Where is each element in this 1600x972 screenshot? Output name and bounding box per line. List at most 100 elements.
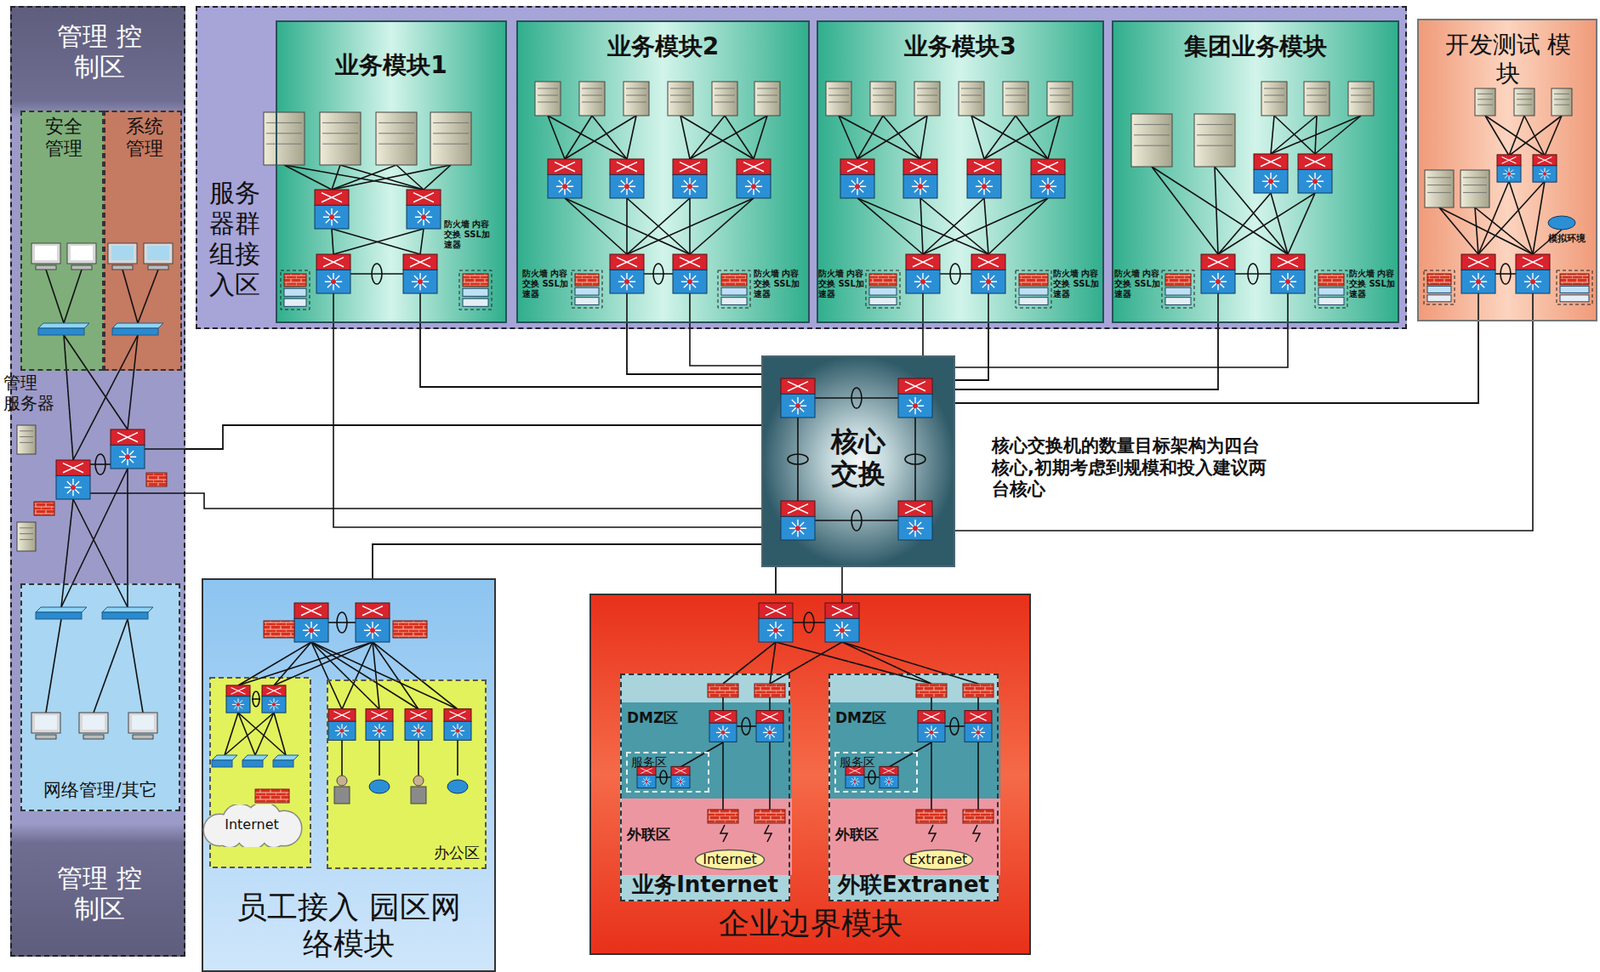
switch-icon	[406, 189, 441, 229]
firewall-icon	[1318, 273, 1344, 286]
firewall-icon	[1560, 273, 1589, 285]
server-icon	[714, 102, 735, 103]
switch-icon	[898, 501, 933, 517]
switch-icon	[967, 174, 1002, 199]
server-icon	[1554, 104, 1570, 106]
switch-icon	[914, 273, 932, 291]
switch-icon	[849, 776, 860, 786]
server-icon	[19, 436, 34, 438]
switch-icon	[1538, 167, 1551, 180]
wire	[1047, 115, 1060, 160]
network-link	[955, 321, 1479, 404]
switch-icon	[906, 519, 924, 537]
wire	[238, 642, 312, 686]
switch-icon	[609, 269, 644, 294]
firewall-icon	[146, 472, 167, 487]
server-icon	[825, 81, 852, 116]
wire	[939, 273, 972, 275]
wire	[284, 165, 424, 190]
appliance-box	[1015, 270, 1052, 308]
appliance-icon	[869, 297, 897, 306]
network-link	[626, 323, 762, 375]
server-icon	[1477, 98, 1493, 100]
switch-icon	[1469, 273, 1487, 291]
wire	[63, 269, 82, 324]
network-link	[420, 323, 762, 388]
appliance-icon	[575, 297, 599, 306]
server-icon	[714, 95, 735, 97]
switch-icon	[335, 723, 349, 738]
region-box: 员工接入 园区网络模块办公区Internet	[201, 578, 496, 972]
switch-icon	[979, 273, 997, 291]
switch-icon	[922, 713, 940, 722]
region-fill	[103, 110, 183, 371]
region-box: 开发测试 模块	[1417, 18, 1598, 322]
server-icon	[1049, 88, 1071, 90]
switch-icon	[780, 393, 815, 418]
switch-icon	[355, 603, 390, 643]
switch-icon	[330, 279, 336, 285]
switch-icon	[973, 162, 995, 172]
switch-icon	[1522, 257, 1544, 268]
switch-icon	[411, 273, 429, 291]
server-icon	[1424, 170, 1454, 208]
wire	[626, 293, 628, 322]
server-icon	[537, 102, 559, 103]
switch-icon	[795, 525, 801, 531]
firewall-icon	[962, 683, 994, 698]
wire	[791, 621, 827, 624]
region-box: 外联ExtranetDMZ区服务区外联区Extranet	[828, 673, 999, 902]
server-icon	[430, 112, 472, 166]
server-icon	[581, 88, 603, 90]
server-icon	[1002, 81, 1029, 116]
switch-icon	[756, 711, 784, 743]
switch-icon	[879, 766, 899, 775]
switch-icon	[1532, 154, 1557, 183]
server-icon	[1194, 113, 1236, 167]
server-icon	[1194, 113, 1236, 167]
server-icon	[375, 112, 417, 166]
wire	[126, 468, 129, 608]
server-icon	[375, 112, 417, 166]
wire	[372, 642, 458, 710]
server-icon	[579, 81, 605, 116]
server-icon	[961, 88, 982, 90]
l2-switch-icon	[112, 328, 159, 336]
wire	[45, 269, 64, 324]
wire	[857, 115, 928, 160]
wire	[341, 642, 373, 710]
server-icon	[916, 88, 938, 90]
wire	[955, 293, 1288, 368]
switch-icon	[232, 698, 245, 711]
switch-icon	[736, 174, 771, 199]
l2-switch-icon	[211, 760, 233, 768]
access-area	[210, 677, 311, 868]
appliance-icon	[284, 298, 307, 307]
switch-icon	[302, 621, 320, 639]
region-title: Internet	[694, 851, 766, 868]
switch-icon	[758, 618, 793, 643]
switch-icon	[1209, 273, 1227, 291]
monitor-icon	[83, 734, 104, 740]
wire	[736, 725, 757, 728]
switch-icon	[1201, 254, 1236, 270]
l2-switch-icon	[273, 755, 299, 761]
wire	[857, 198, 989, 255]
switch-icon	[409, 711, 427, 720]
device-label: 管理 服务器	[3, 372, 58, 415]
switch-icon	[780, 501, 815, 541]
wire	[626, 198, 690, 255]
switch-icon	[449, 711, 466, 720]
server-icon	[1306, 95, 1327, 97]
switch-icon	[1030, 159, 1065, 175]
wire	[626, 115, 637, 160]
appliance-icon	[575, 287, 599, 296]
switch-icon	[562, 183, 568, 189]
server-icon	[1196, 145, 1233, 147]
switch-icon	[403, 254, 438, 270]
appliance-icon	[1318, 297, 1344, 306]
server-icon	[1264, 88, 1285, 90]
monitor-icon	[31, 712, 61, 734]
switch-icon	[1515, 269, 1550, 294]
wire	[1532, 181, 1545, 255]
